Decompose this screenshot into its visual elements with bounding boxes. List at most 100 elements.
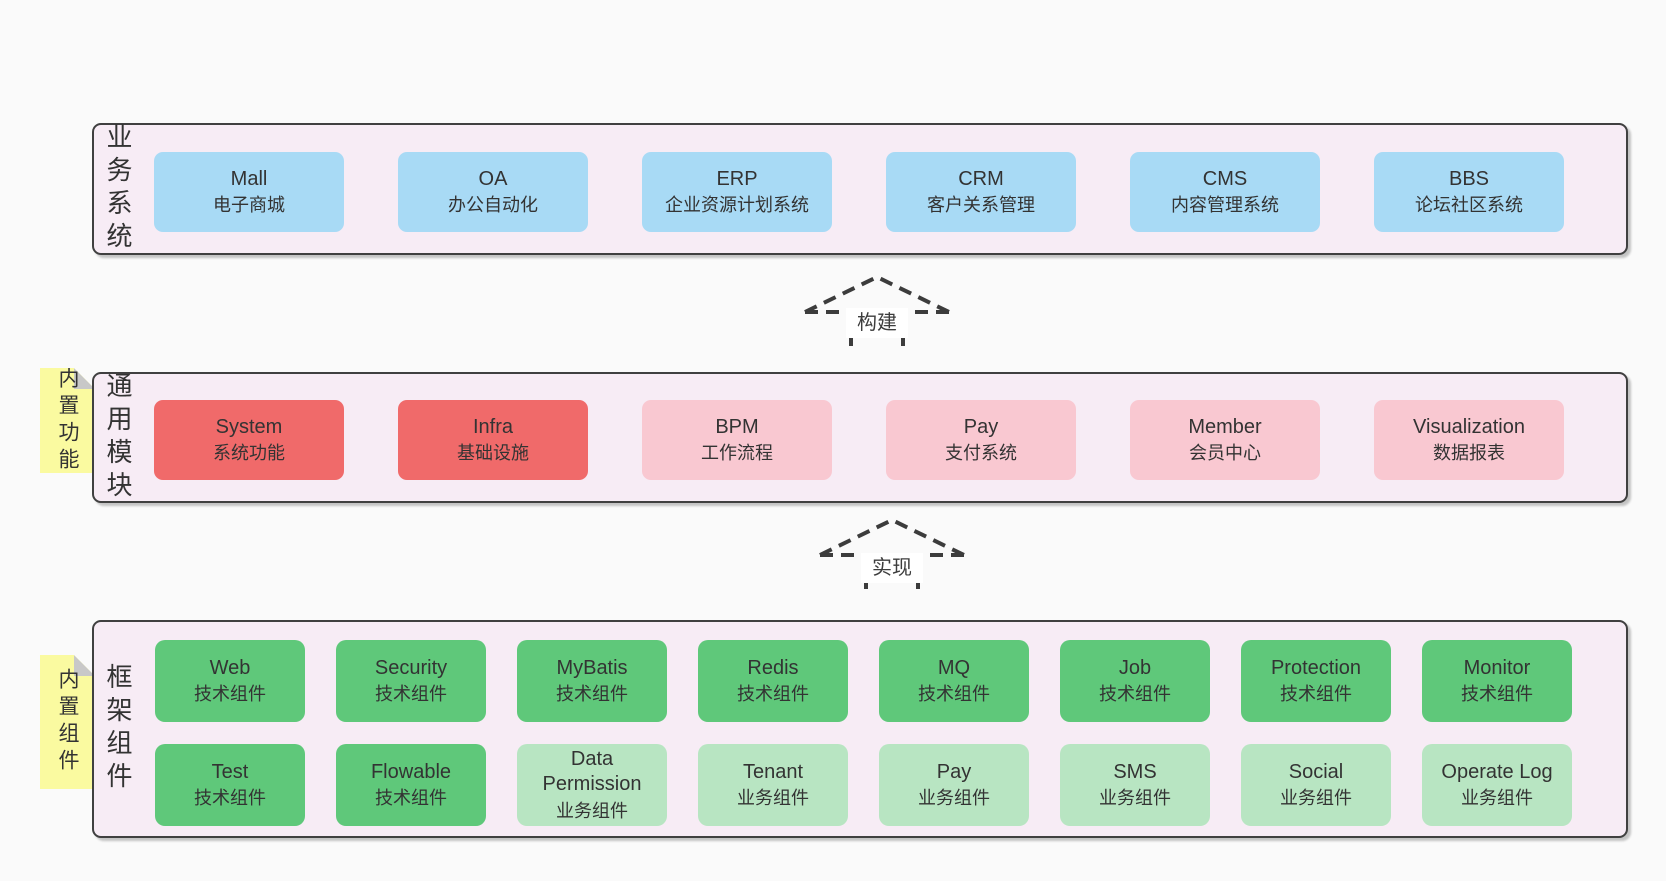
box-title: ERP <box>716 167 758 190</box>
box-subtitle: 数据报表 <box>1433 443 1505 464</box>
box-pay-business: Pay 业务组件 <box>879 744 1029 826</box>
box-subtitle: 业务组件 <box>737 788 809 809</box>
box-title: Tenant <box>742 760 804 783</box>
box-subtitle: 业务组件 <box>1099 788 1171 809</box>
box-title: Protection <box>1270 656 1362 679</box>
box-bbs: BBS 论坛社区系统 <box>1374 152 1564 232</box>
sticky-note-label: 内置组件 <box>56 668 79 776</box>
box-subtitle: 业务组件 <box>556 801 628 822</box>
box-subtitle: 业务组件 <box>1280 788 1352 809</box>
box-erp: ERP 企业资源计划系统 <box>642 152 832 232</box>
box-subtitle: 电子商城 <box>213 195 285 216</box>
sticky-note-label: 内置功能 <box>56 366 79 475</box>
box-test: Test 技术组件 <box>155 744 305 826</box>
box-subtitle: 技术组件 <box>1099 684 1171 705</box>
box-crm: CRM 客户关系管理 <box>886 152 1076 232</box>
box-subtitle: 技术组件 <box>556 684 628 705</box>
box-subtitle: 论坛社区系统 <box>1415 195 1523 216</box>
box-title: Operate Log <box>1441 760 1553 783</box>
box-title: Infra <box>472 415 514 438</box>
box-subtitle: 支付系统 <box>945 443 1017 464</box>
components-box-row-1: Web 技术组件 Security 技术组件 MyBatis 技术组件 Redi… <box>155 640 1572 722</box>
box-title: Pay <box>963 415 999 438</box>
box-subtitle: 技术组件 <box>375 788 447 809</box>
build-arrow-icon <box>804 274 950 352</box>
box-title: Test <box>211 760 249 783</box>
box-security: Security 技术组件 <box>336 640 486 722</box>
build-arrow-label: 构建 <box>846 308 908 338</box>
box-title: CMS <box>1202 167 1248 190</box>
box-title: System <box>215 415 283 438</box>
box-subtitle: 企业资源计划系统 <box>665 195 809 216</box>
box-subtitle: 办公自动化 <box>448 195 538 216</box>
box-title: MyBatis <box>556 656 628 679</box>
box-mall: Mall 电子商城 <box>154 152 344 232</box>
box-subtitle: 技术组件 <box>194 788 266 809</box>
box-title: Mall <box>230 167 268 190</box>
box-subtitle: 技术组件 <box>375 684 447 705</box>
box-subtitle: 技术组件 <box>1461 684 1533 705</box>
box-title: BPM <box>715 415 759 438</box>
box-visualization: Visualization 数据报表 <box>1374 400 1564 480</box>
box-title: Flowable <box>370 760 452 783</box>
business-layer-label: 业务系统 <box>103 123 133 255</box>
box-cms: CMS 内容管理系统 <box>1130 152 1320 232</box>
box-subtitle: 会员中心 <box>1189 443 1261 464</box>
box-title: Data Permission <box>542 747 642 796</box>
sticky-note-builtin-components: 内置组件 <box>40 655 95 789</box>
box-sms: SMS 业务组件 <box>1060 744 1210 826</box>
box-subtitle: 业务组件 <box>918 788 990 809</box>
box-protection: Protection 技术组件 <box>1241 640 1391 722</box>
box-mq: MQ 技术组件 <box>879 640 1029 722</box>
box-bpm: BPM 工作流程 <box>642 400 832 480</box>
box-title: Security <box>374 656 448 679</box>
box-subtitle: 技术组件 <box>737 684 809 705</box>
box-operate-log: Operate Log 业务组件 <box>1422 744 1572 826</box>
box-subtitle: 客户关系管理 <box>927 195 1035 216</box>
components-layer-panel: 框架组件 Web 技术组件 Security 技术组件 MyBatis 技术组件… <box>92 620 1628 838</box>
box-subtitle: 内容管理系统 <box>1171 195 1279 216</box>
box-member: Member 会员中心 <box>1130 400 1320 480</box>
sticky-note-builtin-features: 内置功能 <box>40 368 95 473</box>
box-subtitle: 工作流程 <box>701 443 773 464</box>
box-infra: Infra 基础设施 <box>398 400 588 480</box>
components-box-row-2: Test 技术组件 Flowable 技术组件 Data Permission … <box>155 744 1572 826</box>
box-monitor: Monitor 技术组件 <box>1422 640 1572 722</box>
box-social: Social 业务组件 <box>1241 744 1391 826</box>
implement-arrow-icon <box>819 517 965 595</box>
modules-layer-panel: 通用模块 System 系统功能 Infra 基础设施 BPM 工作流程 Pay… <box>92 371 1628 504</box>
box-oa: OA 办公自动化 <box>398 152 588 232</box>
box-title: Monitor <box>1463 656 1531 679</box>
box-title: Social <box>1288 760 1344 783</box>
box-subtitle: 技术组件 <box>194 684 266 705</box>
box-title: CRM <box>958 167 1004 190</box>
box-job: Job 技术组件 <box>1060 640 1210 722</box>
business-layer-panel: 业务系统 Mall 电子商城 OA 办公自动化 ERP 企业资源计划系统 CRM… <box>92 123 1628 255</box>
box-subtitle: 技术组件 <box>918 684 990 705</box>
box-title: Job <box>1118 656 1152 679</box>
box-subtitle: 技术组件 <box>1280 684 1352 705</box>
box-redis: Redis 技术组件 <box>698 640 848 722</box>
box-title: Visualization <box>1413 415 1525 438</box>
box-data-permission: Data Permission 业务组件 <box>517 744 667 826</box>
modules-box-row: System 系统功能 Infra 基础设施 BPM 工作流程 Pay 支付系统… <box>154 400 1564 480</box>
implement-arrow-label: 实现 <box>861 553 923 583</box>
box-title: Redis <box>747 656 799 679</box>
box-system: System 系统功能 <box>154 400 344 480</box>
box-subtitle: 系统功能 <box>213 443 285 464</box>
box-subtitle: 基础设施 <box>457 443 529 464</box>
modules-layer-label: 通用模块 <box>103 371 133 504</box>
box-subtitle: 业务组件 <box>1461 788 1533 809</box>
box-flowable: Flowable 技术组件 <box>336 744 486 826</box>
components-layer-label: 框架组件 <box>103 663 133 795</box>
box-web: Web 技术组件 <box>155 640 305 722</box>
box-tenant: Tenant 业务组件 <box>698 744 848 826</box>
box-title: OA <box>478 167 508 190</box>
box-title: MQ <box>937 656 971 679</box>
box-title: Member <box>1188 415 1262 438</box>
business-box-row: Mall 电子商城 OA 办公自动化 ERP 企业资源计划系统 CRM 客户关系… <box>154 152 1564 232</box>
box-title: BBS <box>1448 167 1490 190</box>
box-title: Web <box>209 656 251 679</box>
box-pay-module: Pay 支付系统 <box>886 400 1076 480</box>
